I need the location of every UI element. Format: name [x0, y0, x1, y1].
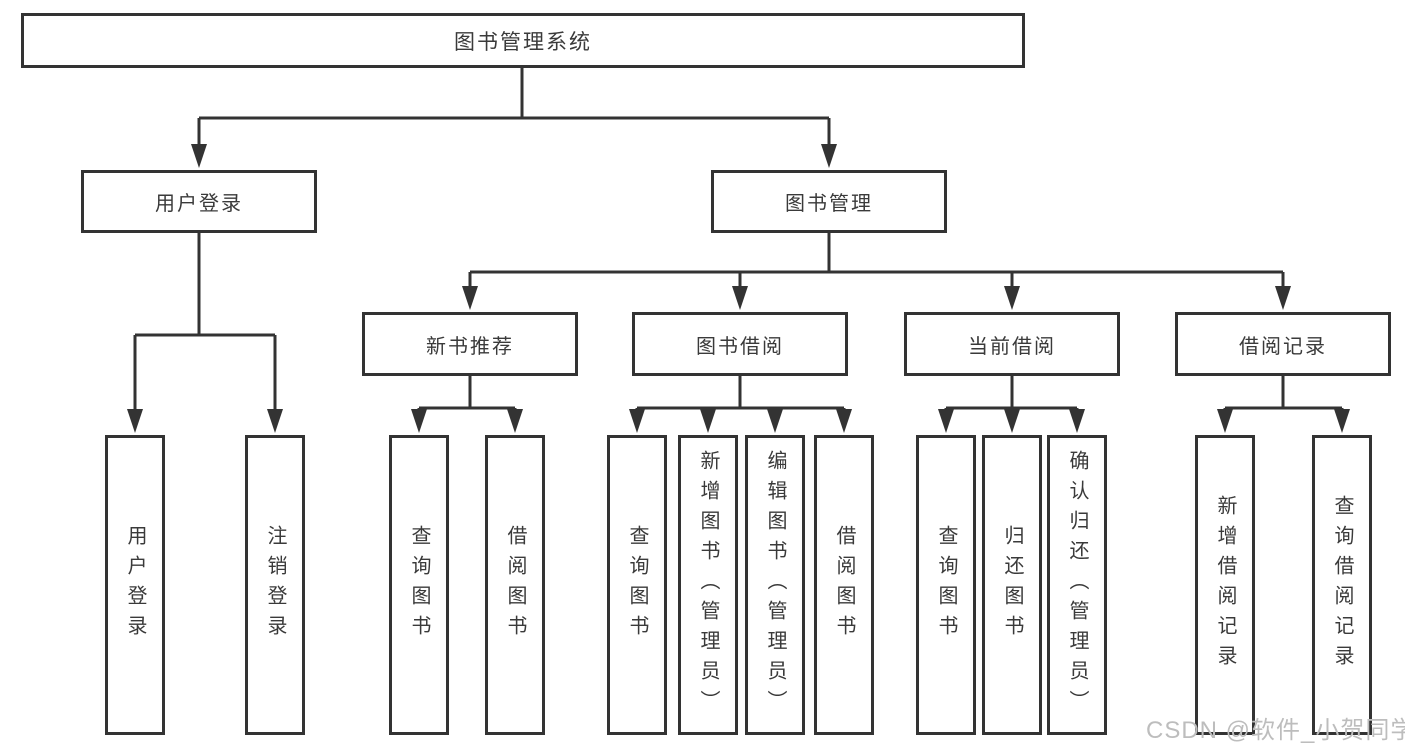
leaf-current-return-books: 归还图书 — [982, 435, 1042, 735]
arrowhead — [1069, 409, 1085, 433]
arrowhead — [507, 409, 523, 433]
leaf-user-login: 用户登录 — [105, 435, 165, 735]
leaf-newbook-query-books: 查询图书 — [389, 435, 449, 735]
node-borrowing-records: 借阅记录 — [1175, 312, 1391, 376]
connector-login-to-leaves — [133, 233, 277, 410]
arrowhead — [700, 409, 716, 433]
leaf-records-query-record: 查询借阅记录 — [1312, 435, 1372, 735]
connector-current-to-leaves — [944, 376, 1079, 412]
node-book-borrowing: 图书借阅 — [632, 312, 848, 376]
connector-newbook-to-leaves — [417, 376, 517, 412]
node-new-book-recommendation: 新书推荐 — [362, 312, 578, 376]
node-user-login: 用户登录 — [81, 170, 317, 233]
arrowhead — [462, 286, 478, 310]
leaf-borrow-add-book-admin: 新增图书（管理员） — [678, 435, 738, 735]
arrowhead — [191, 144, 207, 168]
arrowhead — [411, 409, 427, 433]
arrowhead — [267, 409, 283, 433]
arrowhead — [1275, 286, 1291, 310]
arrowhead — [1004, 409, 1020, 433]
node-current-borrowing: 当前借阅 — [904, 312, 1120, 376]
csdn-watermark: CSDN @软件_小贺同学 — [1146, 717, 1405, 744]
leaf-logout: 注销登录 — [245, 435, 305, 735]
arrowhead — [127, 409, 143, 433]
leaf-current-query-books: 查询图书 — [916, 435, 976, 735]
arrowhead — [767, 409, 783, 433]
leaf-current-confirm-return-admin: 确认归还（管理员） — [1047, 435, 1107, 735]
leaf-borrow-borrow-books: 借阅图书 — [814, 435, 874, 735]
connector-root-to-level2 — [197, 68, 831, 146]
connector-records-to-leaves — [1223, 376, 1344, 412]
connector-borrow-to-leaves — [635, 376, 846, 412]
arrowhead — [821, 144, 837, 168]
leaf-records-add-record: 新增借阅记录 — [1195, 435, 1255, 735]
arrowhead — [1217, 409, 1233, 433]
arrowhead — [1004, 286, 1020, 310]
leaf-borrow-edit-book-admin: 编辑图书（管理员） — [745, 435, 805, 735]
arrowhead — [836, 409, 852, 433]
arrowhead — [629, 409, 645, 433]
leaf-borrow-query-books: 查询图书 — [607, 435, 667, 735]
connector-mgmt-to-level3 — [468, 233, 1285, 288]
arrowhead — [938, 409, 954, 433]
arrowhead — [1334, 409, 1350, 433]
node-library-management-system: 图书管理系统 — [21, 13, 1025, 68]
node-book-management: 图书管理 — [711, 170, 947, 233]
arrowhead — [732, 286, 748, 310]
leaf-newbook-borrow-books: 借阅图书 — [485, 435, 545, 735]
